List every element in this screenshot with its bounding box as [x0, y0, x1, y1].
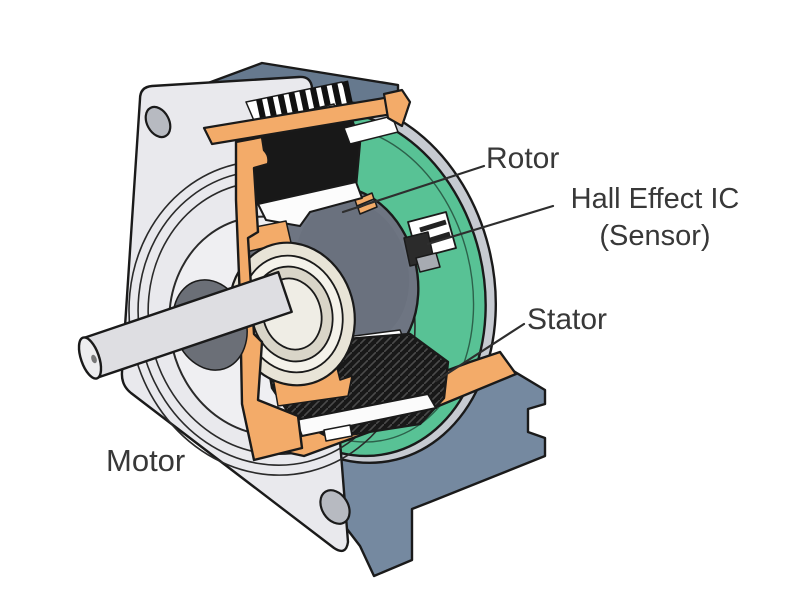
label-hall-line2: (Sensor) — [599, 220, 711, 252]
shaft-center-hole — [91, 354, 97, 364]
label-motor: Motor — [106, 443, 186, 478]
cutaway-column — [234, 135, 304, 462]
leader-line-rotor — [341, 164, 486, 214]
housing-side-face — [298, 364, 547, 578]
leader-line-hall — [426, 204, 555, 246]
motor-shaft — [77, 270, 293, 380]
hall-effect-ic — [403, 211, 457, 273]
label-hall-effect-ic: Hall Effect IC (Sensor) — [550, 181, 760, 255]
cutaway-rim-corner — [382, 88, 412, 128]
leader-line-stator — [434, 322, 526, 383]
label-hall-line1: Hall Effect IC — [570, 183, 740, 215]
mounting-hole-top — [144, 105, 172, 139]
mounting-hole-bottom — [319, 489, 351, 525]
label-stator: Stator — [527, 303, 608, 336]
label-rotor: Rotor — [486, 142, 560, 175]
